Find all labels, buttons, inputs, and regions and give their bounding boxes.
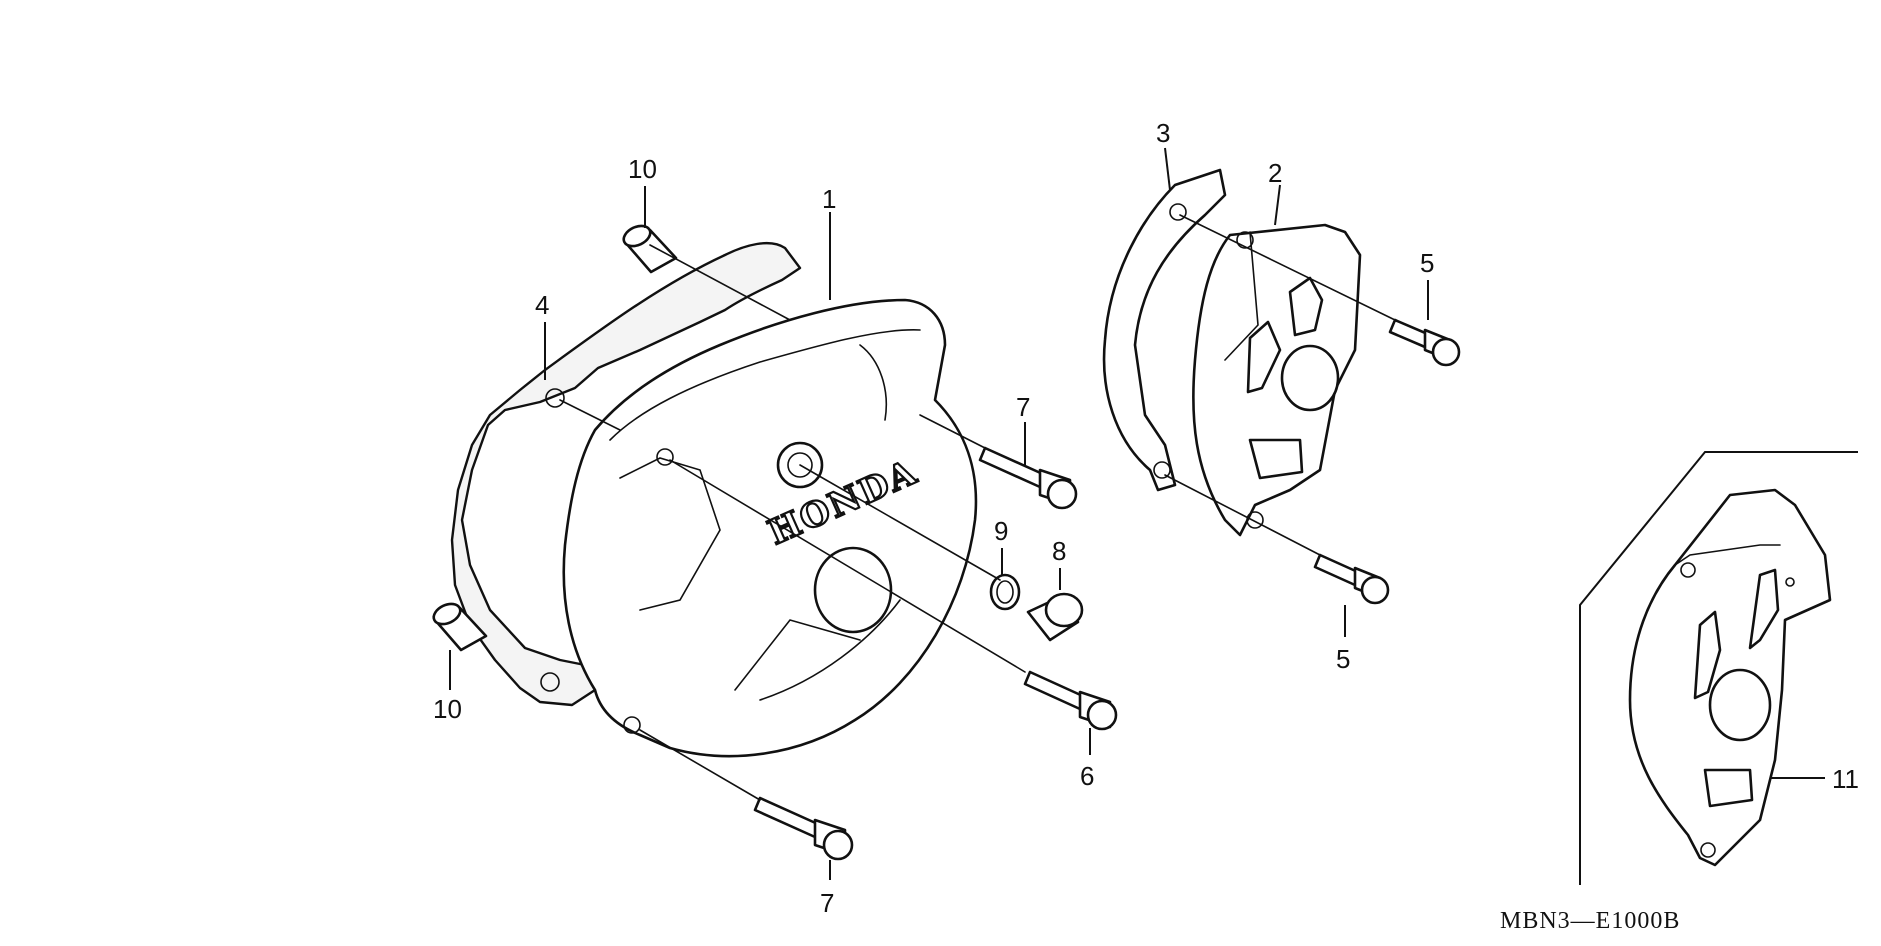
callout-5-upper: 5 bbox=[1420, 248, 1434, 278]
callout-2: 2 bbox=[1268, 158, 1282, 188]
left-crankcase-cover: HONDA bbox=[562, 298, 978, 758]
callout-6: 6 bbox=[1080, 761, 1094, 791]
gasket bbox=[450, 241, 802, 707]
callout-7-lower: 7 bbox=[820, 888, 834, 918]
inset-frame bbox=[1579, 451, 1858, 885]
dowel-pin-top bbox=[622, 224, 678, 274]
bolt-6 bbox=[1023, 670, 1118, 731]
callout-8: 8 bbox=[1052, 536, 1066, 566]
diagram-code: MBN3—E1000B bbox=[1500, 908, 1680, 934]
inset-sprocket-cover bbox=[1628, 488, 1832, 867]
bolt-7-lower bbox=[753, 796, 854, 861]
bolt-5-upper bbox=[1388, 318, 1461, 367]
callout-9: 9 bbox=[994, 516, 1008, 546]
callout-1: 1 bbox=[822, 184, 836, 214]
bolt-5-lower bbox=[1313, 553, 1390, 605]
callout-3: 3 bbox=[1156, 118, 1170, 148]
callout-10-lower: 10 bbox=[433, 694, 462, 724]
dowel-pin-bottom bbox=[432, 602, 488, 652]
leader-lines bbox=[449, 147, 1825, 880]
callout-10-upper: 10 bbox=[628, 154, 657, 184]
callout-5-lower: 5 bbox=[1336, 644, 1350, 674]
callout-7-upper: 7 bbox=[1016, 392, 1030, 422]
callout-11: 11 bbox=[1832, 764, 1859, 794]
sprocket-cover bbox=[1192, 223, 1362, 537]
o-ring bbox=[989, 573, 1021, 611]
guard-plate bbox=[1102, 168, 1227, 492]
callouts: 1 2 3 4 5 5 6 7 7 8 9 10 10 11 bbox=[433, 118, 1859, 918]
plug bbox=[1026, 592, 1084, 642]
bolt-7-upper bbox=[978, 446, 1078, 510]
callout-4: 4 bbox=[535, 290, 549, 320]
